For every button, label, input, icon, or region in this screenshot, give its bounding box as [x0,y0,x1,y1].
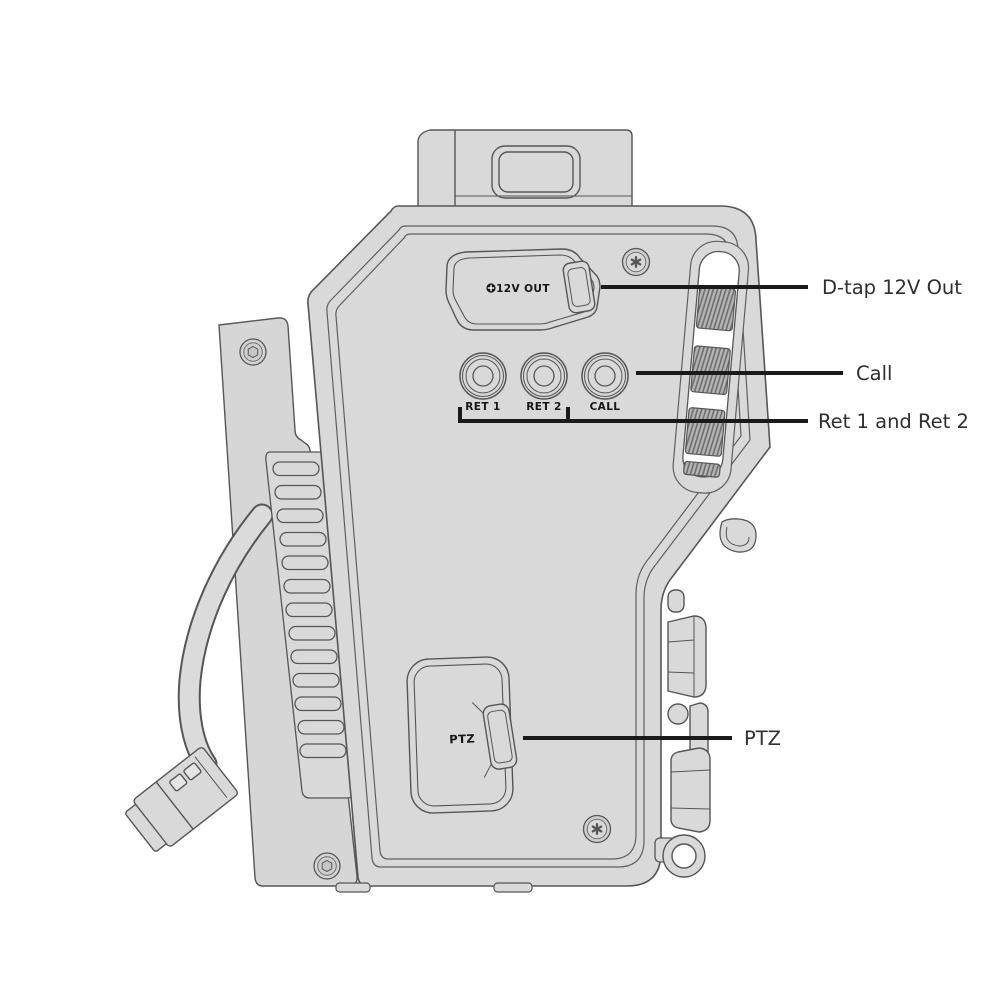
cooling-fin [279,531,327,547]
ptz-port: PTZ [406,656,518,814]
cooling-fin [294,696,342,712]
cooling-fin [288,625,336,641]
hex-screw-bottom [313,852,341,880]
side-connector-xlr [667,615,707,698]
call-button-label: CALL [590,401,621,413]
knurled-thumbscrew [683,460,721,478]
call-button [581,352,629,400]
ret1-button [459,352,507,400]
dtap-port-label: 12V OUT [496,283,550,295]
hook-clip [719,518,757,553]
knurled-thumbscrew [695,285,737,332]
ptz-socket [471,702,518,778]
cooling-fin [297,719,345,735]
dtap-12v-port: 12V OUT [445,248,601,331]
cooling-fin [281,555,329,571]
ret2-button-label: RET 2 [526,401,561,413]
ret1-button-label: RET 1 [465,401,500,413]
cooling-fins [272,461,347,759]
torx-screw-top [621,247,651,277]
cooling-fin [276,508,324,524]
cooling-fin [285,602,333,618]
callout-label-call: Call [856,362,892,385]
cooling-fin [272,461,320,477]
cooling-fin [299,743,347,759]
callout-label-dtap: D-tap 12V Out [822,276,962,299]
d-ring [654,834,706,878]
cooling-fin [292,672,340,688]
callout-label-ptz: PTZ [744,727,781,750]
dc-power-icon [486,283,496,293]
hex-screw-top [239,338,267,366]
dtap-socket [562,260,596,314]
callout-label-ret: Ret 1 and Ret 2 [818,410,969,433]
ret2-button [520,352,568,400]
side-connector-large [670,747,711,833]
power-cable [177,503,274,776]
cooling-fin [283,578,331,594]
torx-screw-bottom [582,814,612,844]
knurled-thumbscrew [690,345,731,396]
bottom-feet [335,882,533,893]
top-handle-block [417,129,633,209]
cooling-fin [274,484,322,500]
knurled-thumbscrew [684,407,726,457]
handle-slot [491,145,581,199]
cable-connector [125,747,238,852]
side-connector-bump [667,703,689,725]
cooling-fin [290,649,338,665]
callout-bracket-ret [458,407,808,423]
callout-lines [458,285,843,740]
side-connectors [667,589,711,833]
ptz-port-label: PTZ [449,731,475,746]
side-connector-bump [667,589,685,613]
